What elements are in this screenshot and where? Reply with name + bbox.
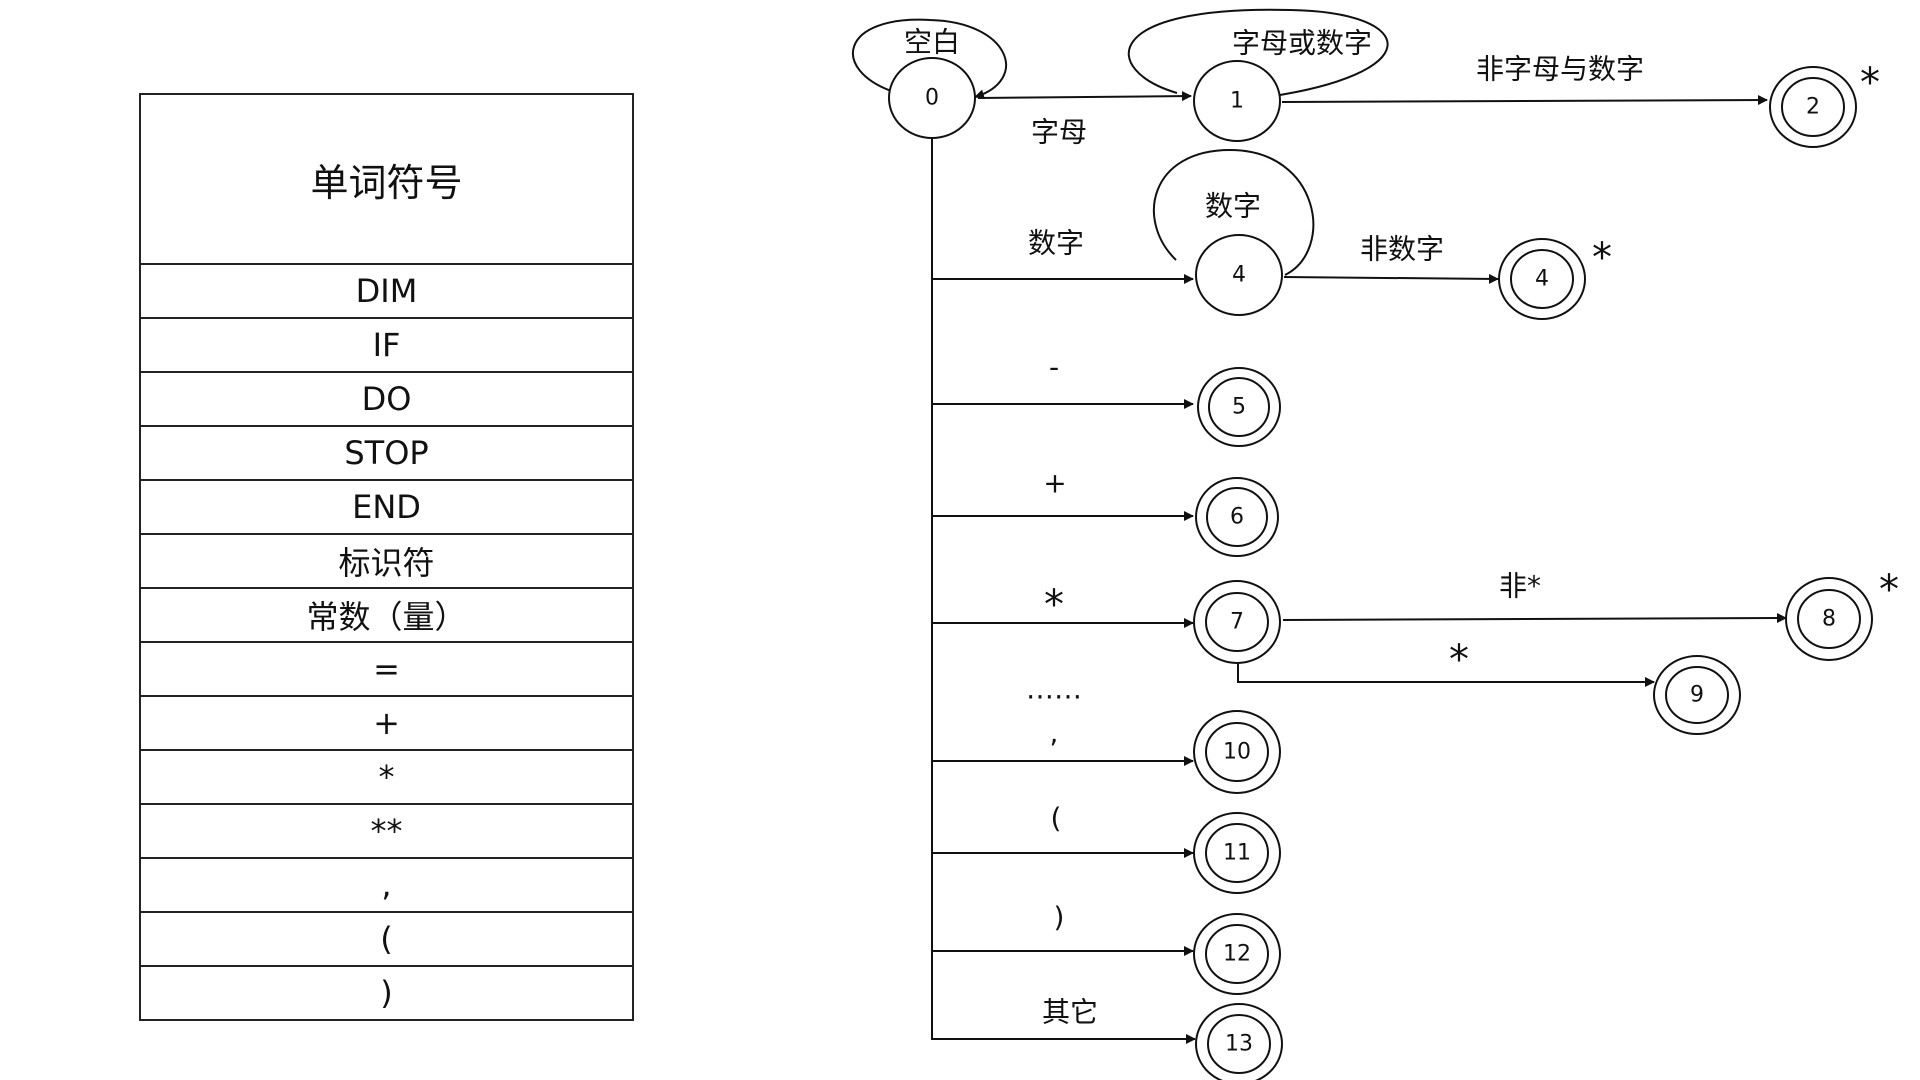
state-0 (888, 57, 976, 139)
state-9-final (1653, 655, 1741, 735)
state-id-2: 2 (1806, 95, 1820, 120)
state-5-final (1197, 367, 1281, 447)
table-row: 常数（量） (139, 589, 634, 643)
table-row: END (139, 481, 634, 535)
state-id-12: 12 (1223, 942, 1251, 967)
label-nondigit: 非数字 (1360, 233, 1444, 266)
state-id-8: 8 (1822, 607, 1836, 632)
state-11-final (1193, 812, 1281, 894)
state-id-13: 13 (1225, 1032, 1253, 1057)
state-2-final (1769, 66, 1857, 148)
edge-4-4f (1283, 273, 1499, 284)
state-id-9: 9 (1690, 683, 1704, 708)
table-row: IF (139, 319, 634, 373)
label-rparen: ) (1054, 901, 1065, 934)
state-10-final (1193, 710, 1281, 794)
table-row: DIM (139, 265, 634, 319)
label-nonalnum: 非字母与数字 (1476, 53, 1644, 86)
state-id-5: 5 (1232, 395, 1246, 420)
label-ellipsis: …… (1026, 673, 1082, 706)
self-loop-1 (1127, 8, 1389, 99)
label-lparen: ( (1051, 802, 1062, 835)
label-comma: , (1050, 717, 1059, 750)
edge-7-9 (1237, 663, 1655, 687)
label-digit: 数字 (1028, 227, 1084, 260)
label-self-1: 字母或数字 (1232, 27, 1372, 60)
label-nonstar: 非* (1499, 570, 1541, 603)
retract-mark-2: * (1860, 60, 1880, 106)
label-plus: + (1043, 467, 1066, 500)
table-row: = (139, 643, 634, 697)
self-loop-4 (1153, 148, 1315, 276)
state-4-final (1498, 238, 1586, 320)
edge-7-8 (1282, 613, 1787, 624)
state-id-4-final: 4 (1535, 267, 1549, 292)
self-loop-0 (852, 18, 1007, 100)
edge-1-2 (1281, 95, 1768, 106)
table-row: ( (139, 913, 634, 967)
retract-mark-8: * (1879, 567, 1899, 613)
state-7 (1193, 580, 1281, 664)
state-id-4: 4 (1232, 263, 1246, 288)
table-row: * (139, 751, 634, 805)
table-row: ** (139, 805, 634, 859)
label-letter: 字母 (1031, 116, 1087, 149)
state-1 (1193, 60, 1281, 142)
retract-mark-4: * (1592, 235, 1612, 281)
label-other: 其它 (1042, 996, 1098, 1029)
state-13-final (1195, 1003, 1283, 1080)
state-id-0: 0 (925, 86, 939, 111)
table-row: STOP (139, 427, 634, 481)
state-id-7: 7 (1230, 610, 1244, 635)
state-12-final (1193, 913, 1281, 995)
label-self-4: 数字 (1205, 190, 1261, 223)
state-6-final (1195, 477, 1279, 557)
label-self-0: 空白 (904, 26, 960, 59)
label-minus: - (1049, 351, 1059, 384)
table-row: ) (139, 967, 634, 1021)
table-row: + (139, 697, 634, 751)
table-row: , (139, 859, 634, 913)
table-header: 单词符号 (139, 93, 634, 265)
state-id-10: 10 (1223, 740, 1251, 765)
label-starstar: * (1449, 637, 1469, 683)
state-id-6: 6 (1230, 505, 1244, 530)
state-8-final (1785, 577, 1873, 661)
state-id-1: 1 (1230, 89, 1244, 114)
edge-0-1 (977, 91, 1192, 102)
table-row: DO (139, 373, 634, 427)
state-4 (1195, 234, 1283, 316)
state-id-11: 11 (1223, 841, 1251, 866)
table-row: 标识符 (139, 535, 634, 589)
label-star: * (1044, 582, 1064, 628)
token-table: 单词符号 DIM IF DO STOP END 标识符 常数（量） = + * … (139, 93, 634, 1021)
